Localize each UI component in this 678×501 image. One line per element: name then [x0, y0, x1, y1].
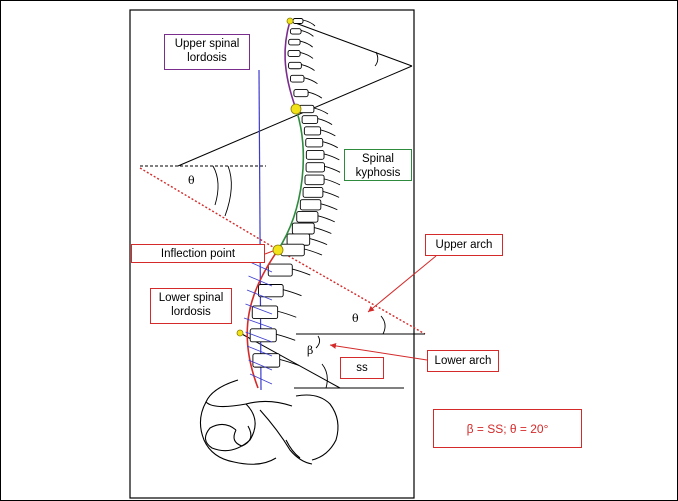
- spinous-process: [300, 41, 313, 47]
- theta-arc-outer-2: [225, 166, 231, 216]
- spinous-process: [318, 119, 332, 125]
- spinous-process: [300, 52, 313, 58]
- beta-arc: [316, 336, 320, 348]
- vertebral-body: [303, 187, 323, 197]
- vertebral-body: [289, 39, 300, 45]
- spinous-process: [292, 269, 310, 275]
- marker-point-lower: [237, 330, 243, 336]
- spinous-process: [324, 154, 339, 160]
- vertebral-body: [306, 150, 324, 159]
- inflection-leader: [265, 251, 273, 254]
- spinous-process: [303, 20, 315, 26]
- marker-point-top: [287, 18, 293, 24]
- vertebral-body: [294, 90, 308, 97]
- spinous-process: [321, 204, 338, 210]
- theta-arc-outer: [213, 166, 218, 205]
- ss-arc: [322, 364, 327, 388]
- spinous-process: [321, 130, 336, 136]
- upper-spinal-lordosis-label: Upper spinal lordosis: [164, 34, 250, 70]
- vertebral-body: [288, 50, 300, 56]
- vertebral-column: [250, 19, 340, 368]
- vertebral-body: [297, 212, 318, 223]
- vertebral-body: [306, 163, 324, 172]
- theta-arc-lower: [381, 316, 385, 334]
- theta-lower-symbol: θ: [352, 312, 359, 325]
- vertebral-body: [293, 19, 303, 24]
- vertebral-body: [304, 127, 320, 135]
- spinous-process: [323, 191, 339, 197]
- vertebral-body: [268, 264, 292, 276]
- theta-upper-symbol: θ: [188, 174, 195, 187]
- spinous-process: [324, 166, 340, 172]
- upper-construction-line: [140, 168, 278, 250]
- vertebral-body: [290, 75, 304, 82]
- formula-box: β = SS; θ = 20°: [433, 409, 582, 448]
- beta-symbol: β: [307, 344, 313, 357]
- vertebral-body: [287, 234, 310, 245]
- spinous-process: [318, 216, 335, 222]
- spinous-process: [324, 179, 340, 185]
- spinal-kyphosis-label: Spinal kyphosis: [344, 149, 412, 181]
- spinous-process: [276, 334, 295, 340]
- upper-tangent-line: [290, 21, 412, 66]
- vertebral-body: [305, 175, 324, 185]
- marker-point-upper-transition: [291, 104, 301, 114]
- spinous-process: [310, 239, 327, 245]
- upper-arch-label: Upper arch: [425, 234, 503, 256]
- pelvis: [200, 380, 338, 464]
- vertebral-body: [258, 284, 283, 296]
- lower-spinal-lordosis-label: Lower spinal lordosis: [150, 288, 232, 324]
- vertebral-body: [300, 200, 321, 210]
- spinous-process: [323, 142, 338, 148]
- vertebral-body: [302, 116, 318, 124]
- vertebral-body: [292, 223, 314, 234]
- lower-arch-label: Lower arch: [427, 350, 499, 372]
- spinous-process: [301, 30, 313, 36]
- spinous-process: [314, 228, 331, 234]
- spinous-process: [283, 290, 301, 296]
- vertebral-body: [281, 244, 304, 256]
- spinous-process: [301, 65, 314, 71]
- vertebral-body: [290, 29, 301, 34]
- vertebral-body: [253, 354, 280, 367]
- spinous-process: [308, 92, 322, 98]
- ss-label: ss: [340, 357, 384, 379]
- vertebral-body: [306, 138, 323, 147]
- vertebral-body: [289, 62, 302, 68]
- spinous-process: [304, 249, 322, 255]
- inflection-point-label: Inflection point: [131, 244, 265, 263]
- upper-arch-arrow: [368, 256, 436, 312]
- upper-angle-arc: [375, 52, 378, 66]
- inflection-point-marker: [273, 245, 283, 255]
- spinous-process: [314, 108, 328, 114]
- spinous-process: [278, 311, 297, 317]
- spinous-process: [304, 78, 318, 84]
